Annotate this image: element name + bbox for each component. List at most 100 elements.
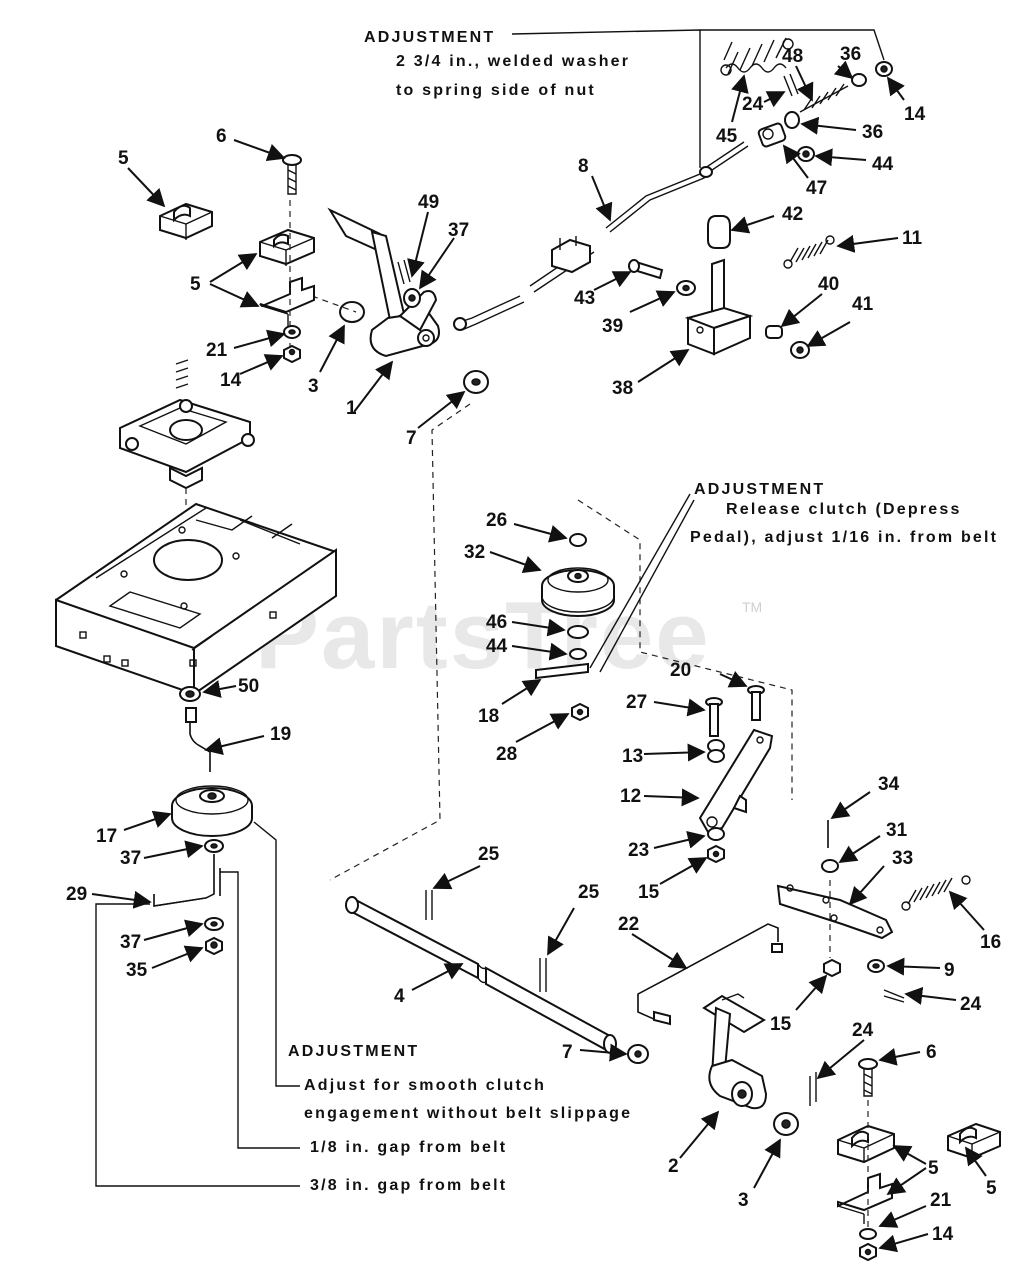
spring-45 xyxy=(720,37,794,76)
washer-9 xyxy=(867,959,885,973)
roll-pin-25-right xyxy=(539,958,547,992)
callout-43: 43 xyxy=(574,288,595,309)
clip-42 xyxy=(707,215,731,249)
washer-21-bottom xyxy=(859,1228,877,1240)
washer-37-top xyxy=(403,288,421,308)
callout-21: 21 xyxy=(930,1190,952,1211)
spring-48 xyxy=(799,83,849,113)
callout-45: 45 xyxy=(716,126,738,147)
adjust-top-line1: 2 3/4 in., welded washer xyxy=(396,53,630,70)
callout-17: 17 xyxy=(96,826,117,847)
callout-16: 16 xyxy=(980,932,1001,953)
bolt-27 xyxy=(705,697,723,737)
bolt-43 xyxy=(628,259,664,280)
swivel-47 xyxy=(757,122,787,148)
bracket-29 xyxy=(153,854,221,907)
adjust-top-line2: to spring side of nut xyxy=(396,82,596,99)
callout-6: 6 xyxy=(926,1042,937,1063)
callout-4: 4 xyxy=(394,986,405,1007)
washer-23 xyxy=(707,827,725,841)
callout-numbers: 14 36 48 24 45 36 44 47 8 42 11 6 5 5 49… xyxy=(66,44,1001,1245)
callout-13: 13 xyxy=(622,746,643,767)
callout-19: 19 xyxy=(270,724,291,745)
callout-5: 5 xyxy=(928,1158,939,1179)
nut-35 xyxy=(205,936,223,956)
callout-42: 42 xyxy=(782,204,803,225)
callout-22: 22 xyxy=(618,914,639,935)
callout-36: 36 xyxy=(862,122,883,143)
callout-5: 5 xyxy=(190,274,201,295)
washer-37-left-a xyxy=(204,839,224,853)
nut-44-top xyxy=(797,146,815,162)
nut-15-mid xyxy=(707,844,725,864)
callout-9: 9 xyxy=(944,960,955,981)
callout-3: 3 xyxy=(308,376,319,397)
nut-26 xyxy=(569,533,587,547)
callout-24: 24 xyxy=(960,994,982,1015)
bearing-block-5-loose-top xyxy=(159,202,213,240)
callout-36: 36 xyxy=(840,44,861,65)
callout-23: 23 xyxy=(628,840,649,861)
callout-37: 37 xyxy=(120,932,141,953)
nut-14-top xyxy=(875,61,893,77)
callout-37: 37 xyxy=(120,848,141,869)
callout-14: 14 xyxy=(220,370,242,391)
pulley-17 xyxy=(171,785,253,837)
washer-36-top xyxy=(851,73,867,87)
callout-24: 24 xyxy=(852,1020,874,1041)
callout-33: 33 xyxy=(892,848,913,869)
cross-shaft-4 xyxy=(345,896,617,1054)
adjust-mid-title: ADJUSTMENT xyxy=(694,481,825,498)
callout-5: 5 xyxy=(118,148,129,169)
adjust-mid-leader-a xyxy=(589,493,691,669)
pedal-axis-dash xyxy=(311,295,357,313)
cotter-pin-49 xyxy=(397,259,411,285)
callout-12: 12 xyxy=(620,786,641,807)
adjust-bot-line2: engagement without belt slippage xyxy=(304,1105,632,1122)
cotter-pin-24-top xyxy=(783,73,799,97)
callout-44: 44 xyxy=(872,154,894,175)
callout-2: 2 xyxy=(668,1156,679,1177)
pedal-1 xyxy=(327,207,440,358)
adjust-bot-title: ADJUSTMENT xyxy=(288,1043,419,1060)
bearing-block-5-lower-lower xyxy=(837,1172,893,1224)
callout-8: 8 xyxy=(578,156,589,177)
callout-34: 34 xyxy=(878,774,900,795)
washer-3-bottom xyxy=(773,1112,799,1136)
callout-35: 35 xyxy=(126,960,148,981)
callout-15: 15 xyxy=(770,1014,792,1035)
spacer-46 xyxy=(567,625,589,639)
callout-25: 25 xyxy=(578,882,600,903)
washer-7-bottom xyxy=(627,1044,649,1064)
callout-1: 1 xyxy=(346,398,357,419)
rod-22 xyxy=(637,923,783,1026)
bearing-block-5-upper xyxy=(259,228,315,266)
callout-29: 29 xyxy=(66,884,87,905)
washer-50 xyxy=(179,686,201,702)
callout-48: 48 xyxy=(782,46,803,67)
gap-38-note: 3/8 in. gap from belt xyxy=(310,1177,507,1194)
spring-11 xyxy=(783,235,835,269)
callout-39: 39 xyxy=(602,316,623,337)
nut-31 xyxy=(821,859,839,873)
nut-44-mid xyxy=(569,648,587,660)
rod-8 xyxy=(453,141,749,331)
shaft-19 xyxy=(185,707,211,772)
spring-16 xyxy=(901,875,971,911)
leader-smooth-clutch xyxy=(253,821,300,1087)
callout-31: 31 xyxy=(886,820,908,841)
callout-3: 3 xyxy=(738,1190,749,1211)
callout-15: 15 xyxy=(638,882,660,903)
callout-47: 47 xyxy=(806,178,827,199)
adjust-mid-leader-b xyxy=(599,499,695,673)
pedal-2 xyxy=(702,993,768,1110)
boundary-right-dash xyxy=(577,499,793,800)
boundary-left-dash xyxy=(329,403,471,881)
callout-14: 14 xyxy=(932,1224,954,1245)
callout-46: 46 xyxy=(486,612,507,633)
pulley-32 xyxy=(541,567,615,617)
adjust-top-leader-left xyxy=(511,29,701,168)
nut-41 xyxy=(790,341,810,359)
